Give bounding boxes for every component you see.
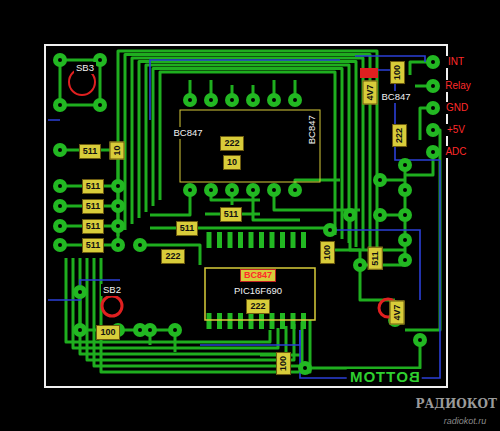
part-value: 511 (220, 207, 243, 222)
connector-pin-name: +5V (445, 124, 467, 136)
bottom-traces (48, 56, 440, 378)
part-value: 511 (82, 179, 105, 194)
board-outline (45, 45, 447, 387)
connector-pin-name: Relay (443, 80, 473, 92)
part-name: PIC16F690 (232, 285, 284, 297)
pads (53, 53, 440, 375)
part-value: 100 (391, 60, 406, 83)
part-value: 511 (82, 199, 105, 214)
dip-outline (180, 110, 320, 182)
diode-band (360, 68, 378, 78)
top-traces (60, 51, 440, 372)
part-value: 511 (368, 247, 383, 270)
part-value: 222 (393, 123, 408, 146)
part-value: 100 (96, 325, 119, 340)
part-value: 10 (223, 155, 241, 170)
layer-name: BOTTOM (347, 369, 422, 384)
part-value: 511 (79, 144, 102, 159)
part-value: 100 (277, 351, 292, 374)
part-value: 222 (246, 299, 269, 314)
connector-pin-name: GND (444, 102, 470, 114)
watermark: РАДИОКОТ (415, 398, 497, 410)
part-value: 10 (109, 141, 124, 159)
part-name: BC847 (379, 91, 412, 103)
part-name: SB2 (101, 284, 123, 296)
part-name: BC847 (306, 113, 318, 146)
part-name: SB3 (74, 62, 96, 74)
part-value: 100 (321, 240, 336, 263)
part-value: 222 (161, 249, 184, 264)
connector-pin-name: ADC (443, 146, 468, 158)
part-value: 511 (82, 219, 105, 234)
part-value: 4V7 (389, 300, 404, 324)
part-value: 4V7 (362, 80, 377, 104)
ic-outline (205, 268, 315, 320)
part-value: 511 (82, 238, 105, 253)
switch-symbol (102, 296, 122, 316)
part-value: 222 (220, 136, 243, 151)
part-value: 511 (176, 221, 199, 236)
connector-pin-name: INT (446, 56, 466, 68)
part-name: BC847 (171, 127, 204, 139)
part-value: BC847 (240, 269, 276, 282)
watermark: radiokot.ru (444, 417, 487, 426)
